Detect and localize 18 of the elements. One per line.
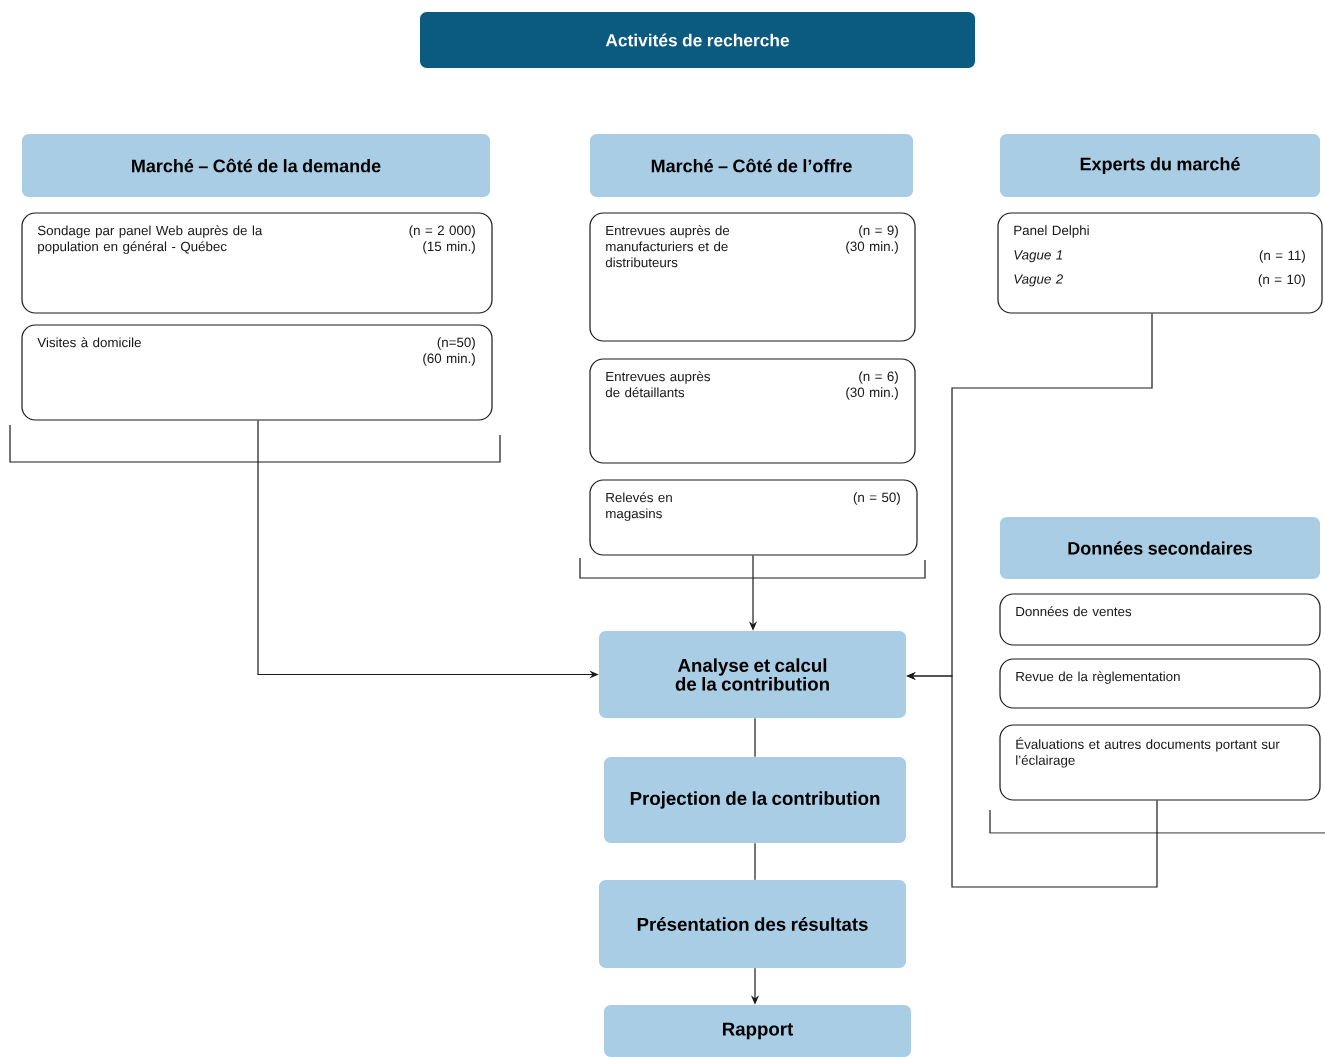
title-banner: Activités de recherche xyxy=(420,12,975,68)
text-box: Évaluations et autres documents portant sur l’éclairage xyxy=(999,724,1321,801)
process-box: Présentation des résultats xyxy=(599,880,906,968)
process-box: Projection de la contribution xyxy=(604,757,906,843)
column-header: Marché – Côté de la demande xyxy=(22,134,490,197)
text-box: Sondage par panel Web auprès de la population en général - Québec (n = 2 000) (15 min.) xyxy=(21,212,493,314)
column-header: Données secondaires xyxy=(1000,517,1320,579)
text-box: Panel Delphi Vague 1 (n = 11) Vague 2 (n = 10) xyxy=(997,212,1323,314)
process-box: Rapport xyxy=(604,1005,911,1057)
column-header: Experts du marché xyxy=(1000,134,1320,197)
text-box: Relevés en magasins (n = 50) xyxy=(589,479,918,556)
column-header: Marché – Côté de l’offre xyxy=(590,134,913,197)
process-box: Analyse et calcul de la contribution xyxy=(599,631,906,718)
text-box: Données de ventes xyxy=(999,593,1321,646)
text-box: Entrevues auprès de détaillants (n = 6) (30 min.) xyxy=(589,358,916,464)
text-box: Revue de la règlementation xyxy=(999,658,1321,709)
text-box: Entrevues auprès de manufacturiers et de distributeurs (n = 9) (30 min.) xyxy=(589,212,916,342)
text-box: Visites à domicile (n=50) (60 min.) xyxy=(21,324,493,421)
